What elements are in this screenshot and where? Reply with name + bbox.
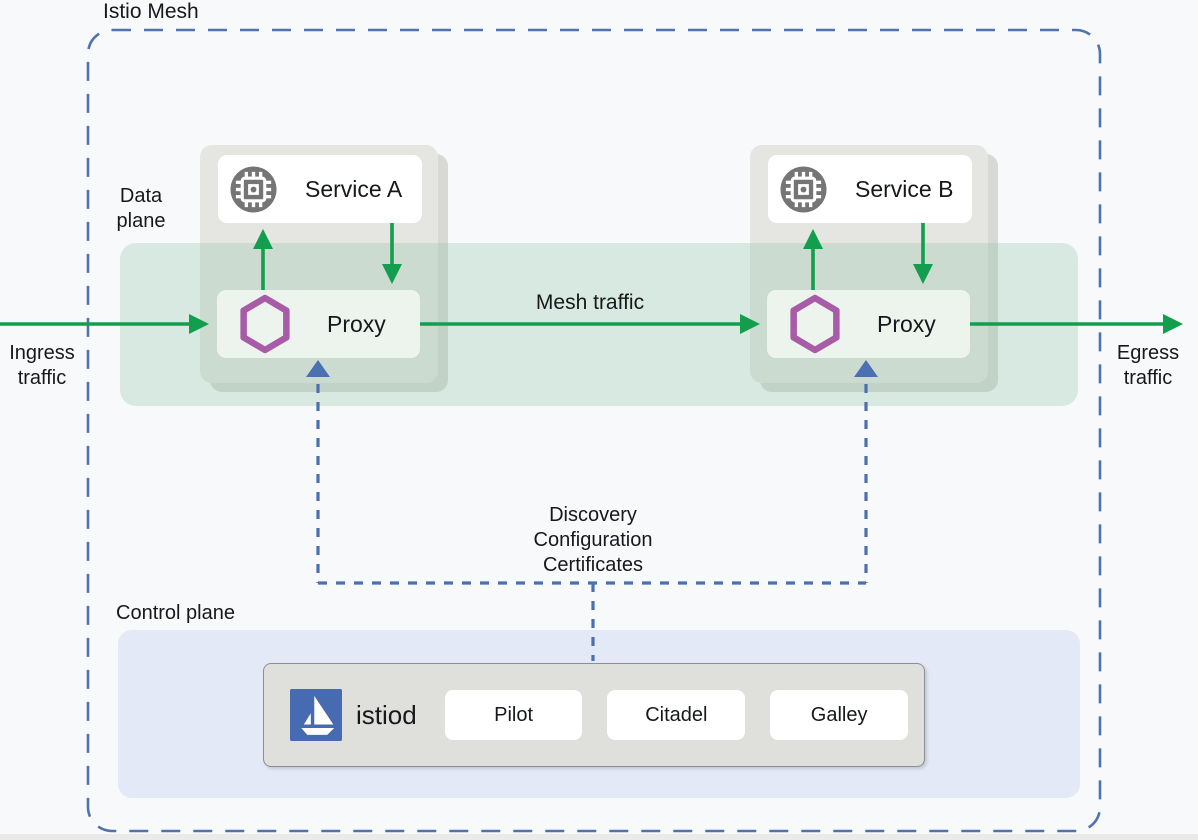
proxy-a-box: Proxy [217, 290, 420, 358]
page-bottom-strip [0, 834, 1198, 840]
istiod-label: istiod [356, 699, 417, 730]
proxy-b-box: Proxy [767, 290, 970, 358]
component-citadel: Citadel [607, 690, 746, 740]
data-plane-label: Data plane [116, 185, 166, 232]
proxy-label: Proxy [327, 310, 386, 337]
proxy-label: Proxy [877, 310, 936, 337]
control-channel-label: Discovery Configuration Certificates [493, 503, 693, 578]
hexagon-outline-icon [790, 294, 840, 354]
ingress-traffic-label: Ingress traffic [9, 342, 75, 389]
microchip-icon [230, 165, 277, 213]
component-label: Pilot [494, 703, 534, 726]
istio-mesh-title: Istio Mesh [103, 0, 199, 23]
component-label: Galley [810, 703, 868, 726]
istio-sailboat-logo-icon [290, 689, 342, 741]
hexagon-outline-icon [240, 294, 290, 354]
service-a-box: Service A [218, 155, 422, 223]
control-channel-line: Configuration [533, 529, 653, 551]
service-label: Service B [855, 175, 954, 202]
component-label: Citadel [645, 703, 708, 726]
component-galley: Galley [770, 690, 908, 740]
control-plane-label: Control plane [116, 602, 235, 624]
egress-traffic-label: Egress traffic [1116, 342, 1180, 389]
service-label: Service A [305, 175, 403, 202]
control-channel-line: Discovery [549, 504, 637, 526]
mesh-traffic-label: Mesh traffic [535, 291, 645, 314]
component-pilot: Pilot [444, 690, 583, 740]
control-channel-line: Certificates [542, 554, 644, 576]
istiod-box: istiod Pilot Citadel Galley [263, 663, 925, 767]
microchip-icon [780, 165, 827, 213]
service-b-box: Service B [768, 155, 972, 223]
